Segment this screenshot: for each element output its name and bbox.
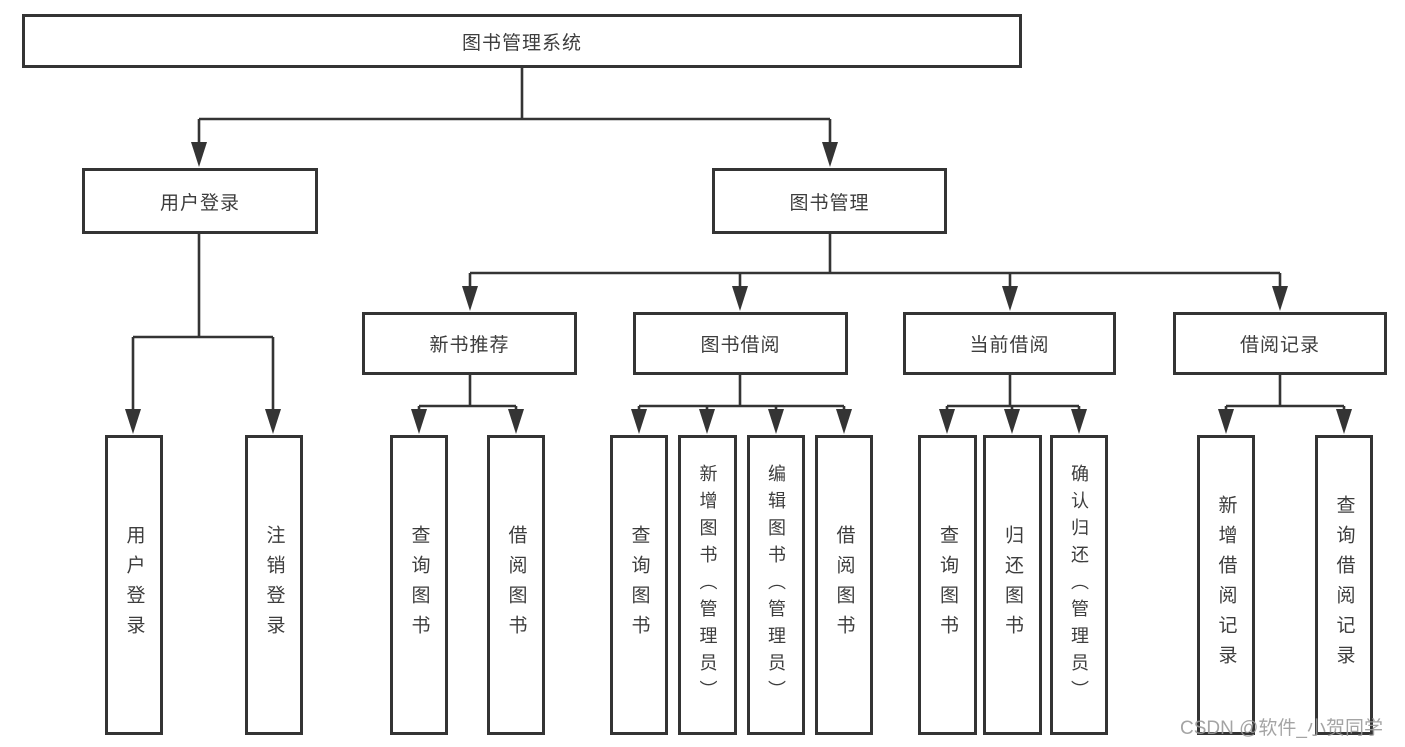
arrowhead — [822, 142, 838, 167]
node-leaf-add-borrow-record-label: 新增借阅记录 — [1215, 495, 1237, 675]
node-leaf-borrow-books-recommend-label: 借阅图书 — [505, 525, 527, 645]
arrowhead — [125, 409, 141, 434]
node-leaf-add-books-admin-label: 新增图书（管理员） — [697, 463, 718, 707]
node-leaf-logout-label: 注销登录 — [263, 525, 285, 645]
arrowhead — [411, 409, 427, 434]
arrowhead — [768, 409, 784, 434]
arrowhead — [836, 409, 852, 434]
node-current-borrowing: 当前借阅 — [903, 312, 1116, 375]
node-leaf-return-books: 归还图书 — [983, 435, 1042, 735]
node-leaf-add-books-admin: 新增图书（管理员） — [678, 435, 737, 735]
node-library-system: 图书管理系统 — [22, 14, 1022, 68]
arrowhead — [1336, 409, 1352, 434]
node-leaf-search-books-current-label: 查询图书 — [937, 525, 958, 645]
connector-level3-subtrees — [417, 375, 1346, 412]
arrowhead — [1218, 409, 1234, 434]
arrowhead — [699, 409, 715, 434]
node-new-book-recommendation-label: 新书推荐 — [429, 335, 510, 356]
node-leaf-search-books-recommend-label: 查询图书 — [408, 525, 430, 645]
node-book-management: 图书管理 — [712, 168, 947, 234]
arrowhead — [191, 142, 207, 167]
arrowhead — [732, 286, 748, 311]
arrowhead — [1002, 286, 1018, 311]
node-leaf-user-login-label: 用户登录 — [123, 525, 145, 645]
node-leaf-return-books-label: 归还图书 — [1002, 525, 1023, 645]
node-book-management-label: 图书管理 — [789, 192, 870, 214]
node-leaf-search-books-borrowing-label: 查询图书 — [628, 525, 650, 645]
node-leaf-confirm-return-admin: 确认归还（管理员） — [1050, 435, 1108, 735]
node-leaf-search-borrow-record: 查询借阅记录 — [1315, 435, 1373, 735]
arrowhead — [508, 409, 524, 434]
arrowhead — [462, 286, 478, 311]
node-book-borrowing: 图书借阅 — [633, 312, 848, 375]
node-leaf-logout: 注销登录 — [245, 435, 303, 735]
node-leaf-user-login: 用户登录 — [105, 435, 163, 735]
node-leaf-edit-books-admin-label: 编辑图书（管理员） — [766, 463, 786, 707]
node-leaf-search-books-borrowing: 查询图书 — [610, 435, 668, 735]
node-leaf-borrow-books-recommend: 借阅图书 — [487, 435, 545, 735]
node-leaf-confirm-return-admin-label: 确认归还（管理员） — [1069, 463, 1089, 707]
arrowhead — [939, 409, 955, 434]
arrowhead — [1272, 286, 1288, 311]
connector-user-login-subtree — [131, 234, 275, 412]
node-leaf-search-books-current: 查询图书 — [918, 435, 977, 735]
node-current-borrowing-label: 当前借阅 — [969, 335, 1050, 356]
node-leaf-borrow-books: 借阅图书 — [815, 435, 873, 735]
node-book-borrowing-label: 图书借阅 — [700, 335, 781, 356]
connector-book-mgmt-subtree — [468, 234, 1282, 290]
watermark: CSDN @软件_小贺同学 — [1180, 718, 1383, 739]
node-borrowing-records-label: 借阅记录 — [1239, 335, 1320, 356]
arrowhead — [1004, 409, 1020, 434]
node-library-system-label: 图书管理系统 — [461, 32, 582, 54]
node-leaf-add-borrow-record: 新增借阅记录 — [1197, 435, 1255, 735]
arrowhead — [265, 409, 281, 434]
node-new-book-recommendation: 新书推荐 — [362, 312, 577, 375]
node-user-login-label: 用户登录 — [159, 192, 240, 214]
connector-root-to-level2 — [197, 68, 832, 146]
node-leaf-search-borrow-record-label: 查询借阅记录 — [1333, 495, 1355, 675]
node-leaf-borrow-books-label: 借阅图书 — [833, 525, 855, 645]
node-borrowing-records: 借阅记录 — [1173, 312, 1387, 375]
node-leaf-search-books-recommend: 查询图书 — [390, 435, 448, 735]
node-leaf-edit-books-admin: 编辑图书（管理员） — [747, 435, 805, 735]
arrowhead — [1071, 409, 1087, 434]
arrowhead — [631, 409, 647, 434]
node-user-login: 用户登录 — [82, 168, 318, 234]
